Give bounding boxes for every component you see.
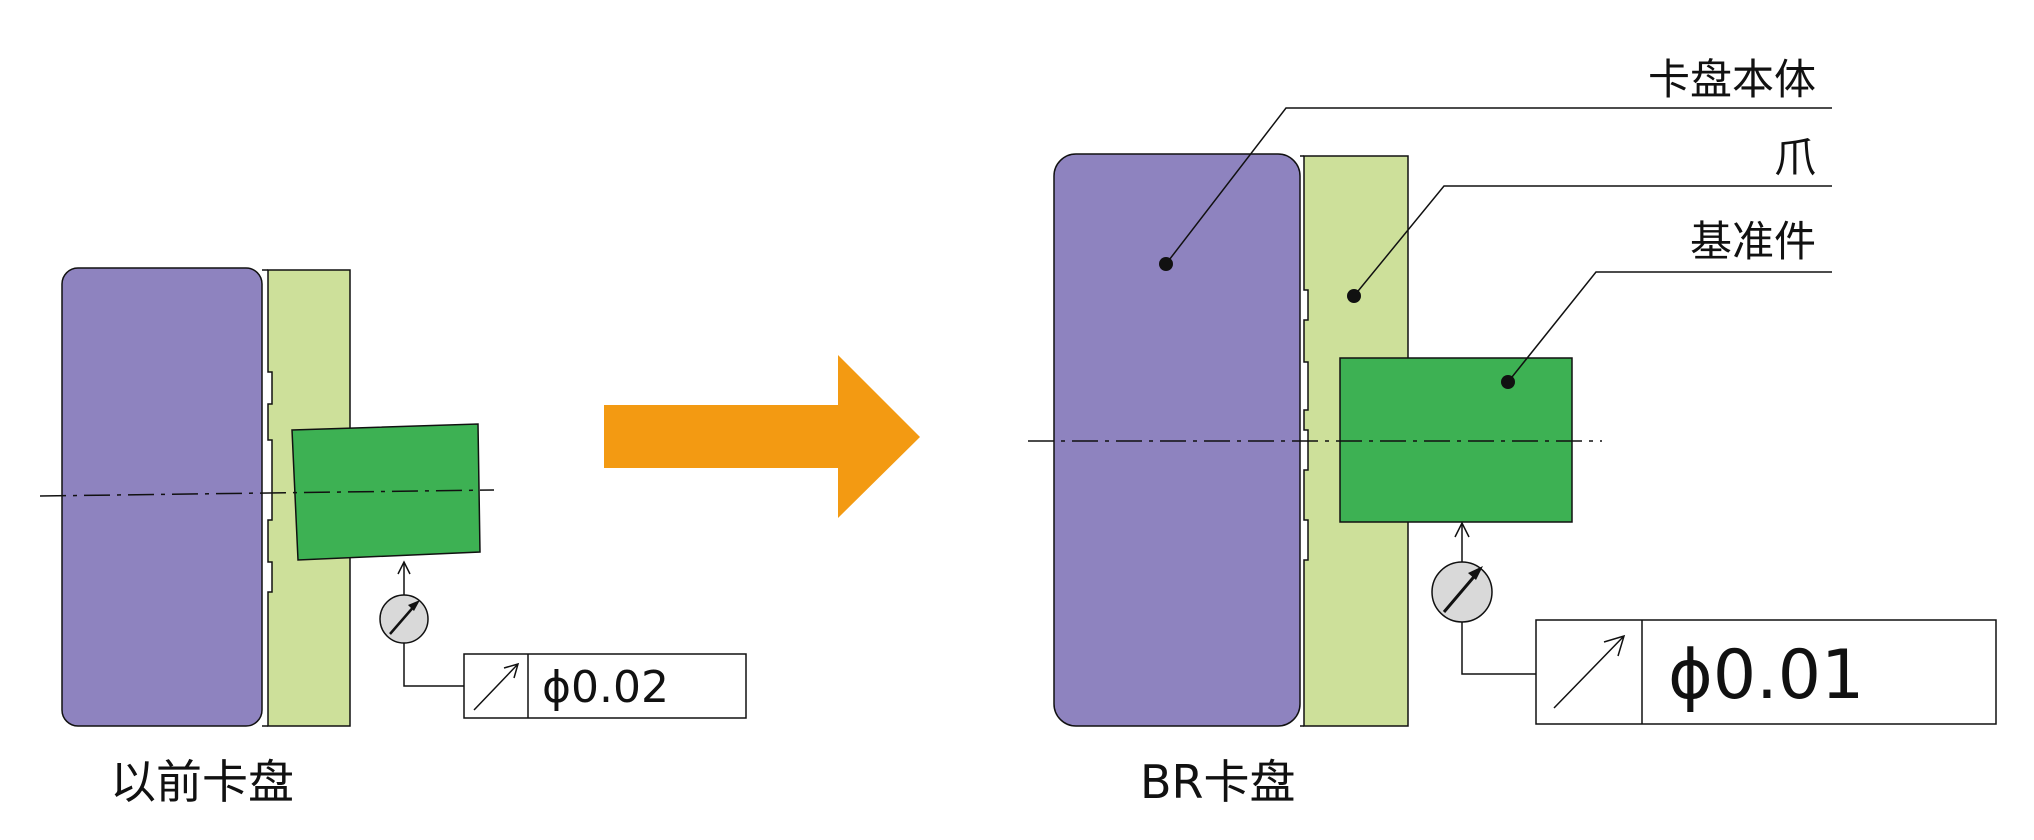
dial-gauge-icon: [1431, 521, 1536, 675]
previous-center-line: [39, 489, 495, 497]
leader-workpiece: 基准件: [1501, 217, 1832, 389]
br-chuck-assembly: 卡盘本体 爪 基准件 ϕ0.0: [1028, 55, 1997, 809]
chuck-body-label: 卡盘本体: [1648, 55, 1816, 104]
br-tolerance-frame: ϕ0.01: [1535, 619, 1997, 725]
jaw-label: 爪: [1774, 133, 1816, 182]
runout-arrow-icon: [1553, 634, 1626, 709]
leader-chuck-body: 卡盘本体: [1159, 55, 1832, 271]
previous-workpiece: [291, 423, 481, 561]
previous-chuck-caption: 以前卡盘: [110, 755, 294, 809]
workpiece-label: 基准件: [1690, 217, 1816, 266]
br-workpiece: [1339, 357, 1573, 523]
br-chuck-caption: BR卡盘: [1140, 755, 1296, 809]
right-arrow-icon: [604, 355, 920, 518]
previous-tolerance-value: ϕ0.02: [542, 662, 669, 713]
previous-tolerance-frame: ϕ0.02: [463, 653, 747, 719]
br-tolerance-value: ϕ0.01: [1668, 636, 1864, 715]
br-chuck-body: [1053, 153, 1301, 727]
previous-chuck-body: [61, 267, 263, 727]
runout-arrow-icon: [473, 662, 520, 711]
leader-jaw: 爪: [1347, 133, 1832, 303]
dial-gauge-icon: [379, 560, 464, 687]
previous-chuck-assembly: ϕ0.02 以前卡盘: [39, 267, 747, 809]
